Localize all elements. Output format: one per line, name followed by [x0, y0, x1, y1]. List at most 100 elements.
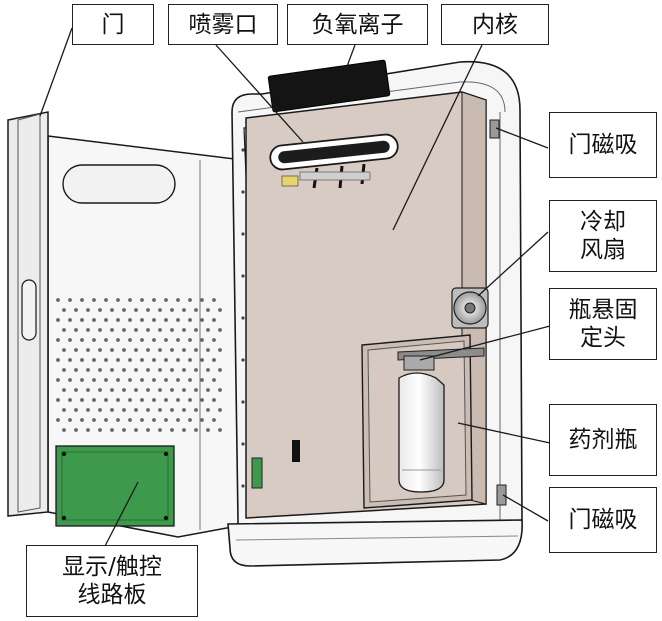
vent-hole — [128, 418, 132, 422]
vent-hole — [152, 418, 156, 422]
vent-hole — [92, 338, 96, 342]
vent-hole — [212, 378, 216, 382]
vent-hole — [56, 338, 60, 342]
vent-hole — [146, 348, 150, 352]
vent-hole — [188, 418, 192, 422]
label-cooling-fan: 冷却 风扇 — [549, 200, 657, 272]
vent-hole — [134, 368, 138, 372]
label-door-magnet-bottom-text: 门磁吸 — [568, 507, 638, 533]
vent-hole — [110, 328, 114, 332]
vent-hole — [104, 338, 108, 342]
vent-hole — [206, 308, 210, 312]
housing-screw — [241, 442, 245, 446]
housing-screws — [241, 148, 245, 488]
label-door: 门 — [72, 4, 154, 45]
vent-hole — [80, 398, 84, 402]
vent-hole — [152, 338, 156, 342]
vent-hole — [128, 378, 132, 382]
vent-hole — [146, 308, 150, 312]
housing-screw — [241, 190, 245, 194]
label-door-magnet-bottom: 门磁吸 — [549, 487, 657, 553]
vent-hole — [170, 368, 174, 372]
vent-hole — [68, 378, 72, 382]
vent-hole — [158, 388, 162, 392]
vent-hole — [158, 428, 162, 432]
vent-hole — [110, 368, 114, 372]
leader-lines — [39, 27, 551, 549]
vent-hole — [152, 378, 156, 382]
vent-hole — [206, 328, 210, 332]
vent-hole — [158, 328, 162, 332]
vent-hole — [98, 348, 102, 352]
door-magnet-bottom — [496, 484, 507, 506]
vent-hole — [134, 308, 138, 312]
vent-hole — [92, 318, 96, 322]
vent-hole — [68, 398, 72, 402]
core-connector-board — [251, 457, 263, 489]
vent-hole — [116, 398, 120, 402]
vent-hole — [68, 418, 72, 422]
vent-hole — [206, 348, 210, 352]
vent-hole — [86, 328, 90, 332]
vent-hole — [140, 318, 144, 322]
vent-hole — [194, 388, 198, 392]
vent-hole — [182, 368, 186, 372]
vent-hole — [110, 308, 114, 312]
vent-hole — [188, 378, 192, 382]
label-inner-core: 内核 — [441, 4, 549, 45]
vent-hole — [140, 338, 144, 342]
vent-hole — [218, 328, 222, 332]
vent-hole — [200, 378, 204, 382]
vent-hole — [116, 338, 120, 342]
door-hinge — [21, 279, 37, 341]
vent-hole — [62, 388, 66, 392]
anion-grille — [267, 59, 391, 113]
vent-hole — [62, 348, 66, 352]
door-handle-slot — [62, 164, 176, 204]
vent-hole — [188, 318, 192, 322]
vent-hole — [212, 298, 216, 302]
vent-hole — [56, 378, 60, 382]
vent-hole — [152, 298, 156, 302]
vent-hole — [110, 388, 114, 392]
vent-hole — [92, 378, 96, 382]
vent-hole — [86, 368, 90, 372]
label-anion-text: 负氧离子 — [311, 11, 404, 38]
label-bottle-mount-line1: 瓶悬固 — [568, 297, 638, 323]
vent-hole — [80, 318, 84, 322]
vent-hole — [56, 358, 60, 362]
vent-hole — [116, 358, 120, 362]
vent-hole — [182, 408, 186, 412]
vent-hole — [122, 428, 126, 432]
vent-hole — [62, 368, 66, 372]
label-circuit-board-line1: 显示/触控 — [62, 554, 162, 580]
vent-hole — [188, 298, 192, 302]
vent-hole — [122, 388, 126, 392]
vent-hole — [152, 358, 156, 362]
vent-hole — [170, 408, 174, 412]
vent-hole — [164, 318, 168, 322]
vent-hole — [68, 318, 72, 322]
vent-hole — [146, 428, 150, 432]
vent-hole — [176, 398, 180, 402]
vent-hole — [140, 418, 144, 422]
label-bottle-mount: 瓶悬固 定头 — [549, 288, 657, 360]
vent-hole — [170, 328, 174, 332]
reagent-bottle — [398, 372, 445, 493]
vent-hole — [152, 318, 156, 322]
vent-hole — [56, 398, 60, 402]
vent-hole — [68, 358, 72, 362]
vent-hole — [176, 298, 180, 302]
label-reagent-bottle-text: 药剂瓶 — [568, 427, 638, 453]
vent-hole — [80, 358, 84, 362]
housing-screw — [241, 316, 245, 320]
vent-hole — [62, 308, 66, 312]
vent-hole — [86, 408, 90, 412]
label-inner-core-text: 内核 — [472, 11, 518, 38]
vent-hole — [158, 408, 162, 412]
vent-hole — [158, 348, 162, 352]
vent-hole — [170, 308, 174, 312]
cooling-fan — [451, 287, 489, 329]
label-door-text: 门 — [101, 11, 125, 38]
